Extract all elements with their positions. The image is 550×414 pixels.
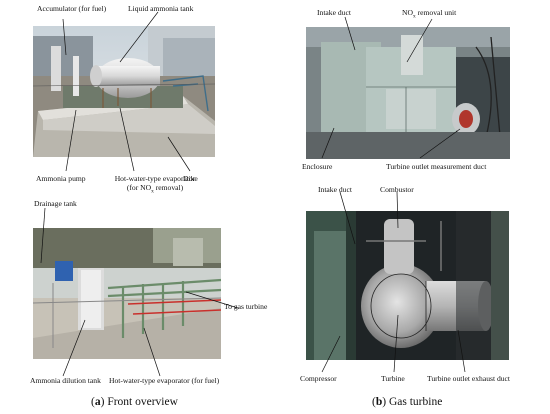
label-hot-water-evaporator-nox-line2: (for NOx removal) [126,183,184,195]
label-combustor: Combustor [380,185,414,194]
label-ammonia-pump: Ammonia pump [36,174,86,183]
label-hot-water-evaporator-fuel: Hot-water-type evaporator (for fuel) [109,376,220,385]
photo-gas-turbine-internals [306,211,509,360]
label-ammonia-dilution-tank: Ammonia dilution tank [30,376,101,385]
label-turbine-outlet-measurement-duct: Turbine outlet measurement duct [386,162,487,171]
label-turbine-outlet-exhaust-duct: Turbine outlet exhaust duct [427,374,511,383]
label-compressor: Compressor [300,374,337,383]
caption-panel-b: (b) Gas turbine [372,396,443,408]
caption-panel-a: (a) Front overview [91,396,178,408]
photo-ammonia-supply-facility [33,26,215,157]
label-intake-duct-bottom: Intake duct [318,185,352,194]
label-drainage-tank: Drainage tank [34,199,77,208]
label-accumulator: Accumulator (for fuel) [37,4,107,13]
photo-ammonia-dilution-area [33,228,221,359]
label-hot-water-evaporator-nox: Hot-water-type evaporator (for NOx remov… [107,174,203,195]
label-nox-removal-unit: NOx removal unit [402,8,457,20]
label-enclosure: Enclosure [302,162,333,171]
label-liquid-ammonia-tank: Liquid ammonia tank [128,4,194,13]
label-dike: Dike [183,174,198,183]
label-intake-duct-top: Intake duct [317,8,351,17]
label-turbine: Turbine [381,374,405,383]
photo-gas-turbine-enclosure [306,27,510,159]
label-hot-water-evaporator-nox-line1: Hot-water-type evaporator [114,174,196,183]
label-to-gas-turbine: To gas turbine [224,302,268,311]
